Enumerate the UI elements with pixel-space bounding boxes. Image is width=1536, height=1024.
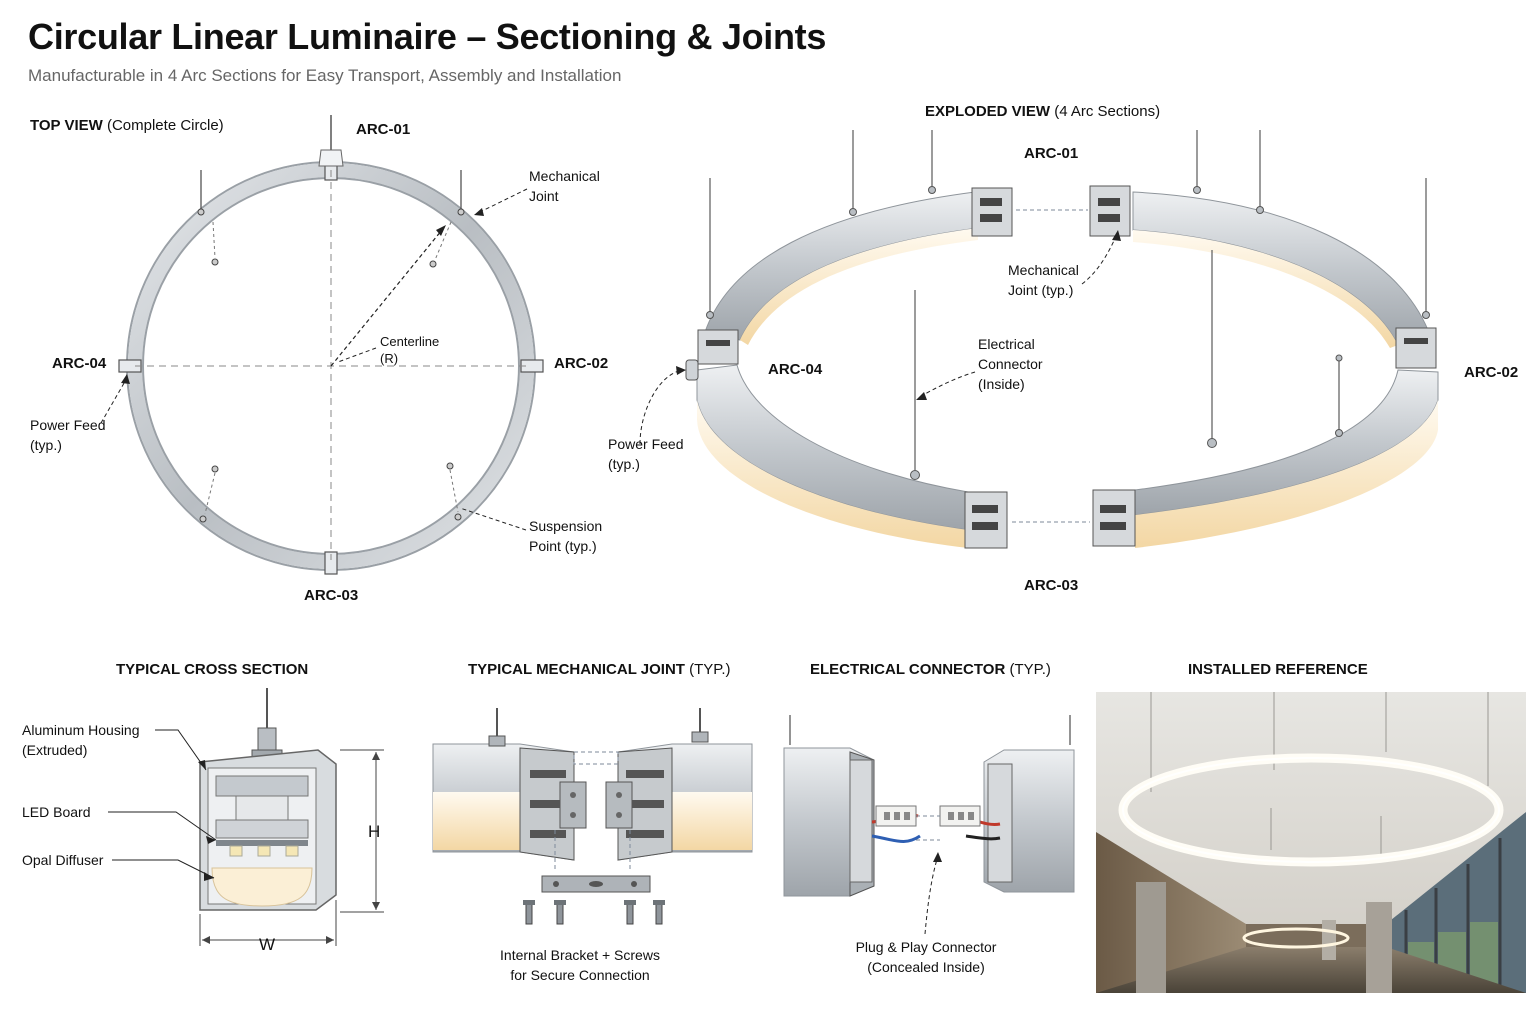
exp-arc-01-label: ARC-01 xyxy=(1024,145,1079,162)
installed-scene xyxy=(1096,692,1526,993)
exploded-view-heading: EXPLODED VIEW (4 Arc Sections) xyxy=(925,103,1161,120)
top-view-heading: TOP VIEW (Complete Circle) xyxy=(30,117,224,134)
installed-reference-photo xyxy=(1096,692,1526,993)
top-arc-03-label: ARC-03 xyxy=(304,587,359,604)
cs-dim-h: H xyxy=(368,822,381,841)
cs-dim-w: W xyxy=(259,935,276,954)
cross-section-heading: TYPICAL CROSS SECTION xyxy=(116,661,309,678)
elec-connector-caption: Plug & Play Connector(Concealed Inside) xyxy=(855,939,997,975)
exploded-joint-blocks xyxy=(697,185,1437,549)
top-centerline-callout: Centerline(R) xyxy=(380,334,440,366)
top-arc-02-label: ARC-02 xyxy=(554,355,609,372)
cs-led-board-callout: LED Board xyxy=(22,804,91,820)
page-title: Circular Linear Luminaire – Sectioning &… xyxy=(28,16,827,57)
top-power-feed-callout: Power Feed(typ.) xyxy=(30,417,106,453)
installed-reference-heading: INSTALLED REFERENCE xyxy=(1188,661,1368,678)
mech-joint-heading: TYPICAL MECHANICAL JOINT (TYP.) xyxy=(468,661,731,678)
exp-arc-02-label: ARC-02 xyxy=(1464,364,1519,381)
exp-arc-04-label: ARC-04 xyxy=(768,361,823,378)
cs-housing-callout: Aluminum Housing(Extruded) xyxy=(22,722,140,758)
page-subtitle: Manufacturable in 4 Arc Sections for Eas… xyxy=(28,66,622,85)
exp-arc-03-label: ARC-03 xyxy=(1024,577,1079,594)
exp-power-feed-callout: Power Feed(typ.) xyxy=(608,436,684,472)
top-arc-01-label: ARC-01 xyxy=(356,121,411,138)
elec-connector-heading: ELECTRICAL CONNECTOR (TYP.) xyxy=(810,661,1051,678)
cs-diffuser-callout: Opal Diffuser xyxy=(22,852,104,868)
top-arc-04-label: ARC-04 xyxy=(52,355,107,372)
